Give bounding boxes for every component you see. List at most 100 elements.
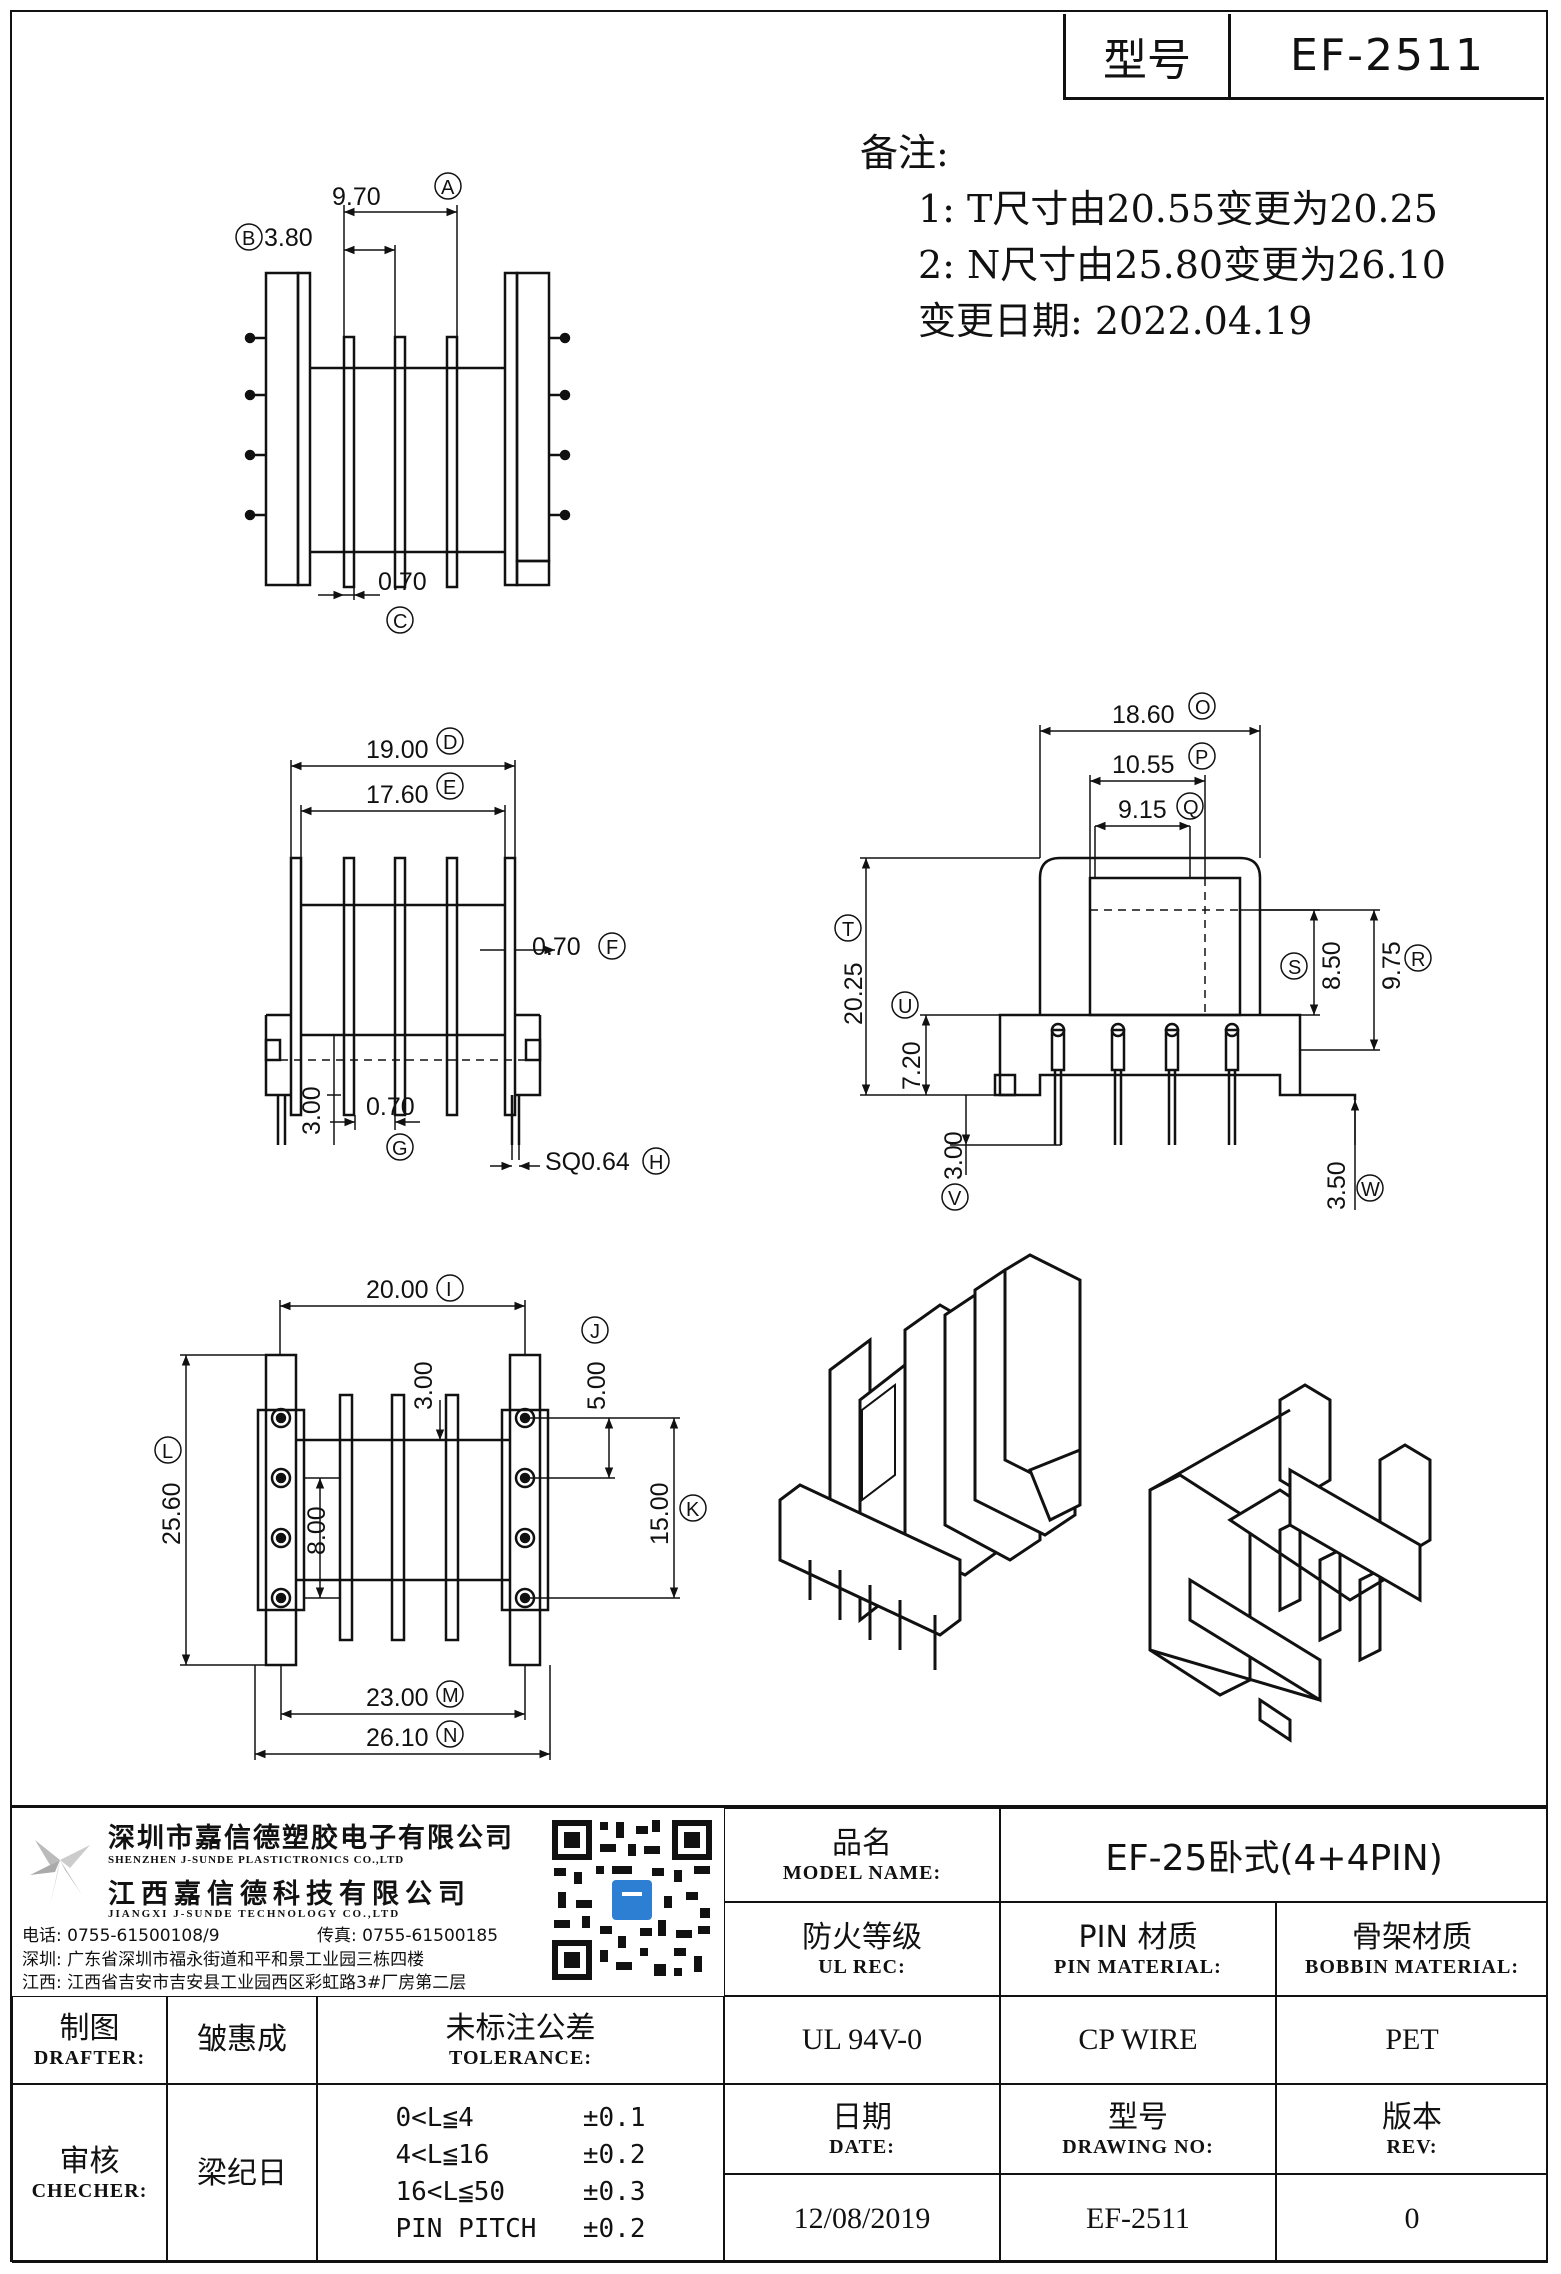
date-en: DATE:	[829, 2135, 895, 2158]
dim-i-letter: I	[446, 1279, 452, 1301]
ul-value-cell: UL 94V-0	[724, 1996, 1000, 2084]
drawing-no-en: DRAWING NO:	[1062, 2135, 1214, 2158]
dim-n-bubble	[436, 1720, 464, 1748]
company-phone: 电话: 0755-61500108/9	[22, 1926, 220, 1946]
bobbin-value: PET	[1385, 2023, 1439, 2056]
checker-value: 梁纪日	[197, 2155, 287, 2191]
note-line-2: 2: N尺寸由25.80变更为26.10	[918, 243, 1446, 287]
drafter-value: 皱惠成	[197, 2022, 287, 2057]
tolerance-range: PIN PITCH	[395, 2213, 537, 2244]
dim-p-letter: P	[1195, 747, 1208, 769]
dim-c-bubble	[386, 606, 414, 634]
dim-j-letter: J	[590, 1321, 600, 1343]
dim-i-bubble	[436, 1274, 464, 1302]
dim-o-letter: O	[1195, 697, 1211, 719]
dim-q-bubble	[1176, 792, 1204, 820]
dim-side-3-value: 3.00	[298, 1086, 326, 1135]
dim-m-bubble	[436, 1680, 464, 1708]
tolerance-en: TOLERANCE:	[449, 2046, 592, 2069]
company-name-jiangxi-en: JIANGXI J-SUNDE TECHNOLOGY CO.,LTD	[108, 1908, 401, 1920]
dim-c-value: 0.70	[378, 568, 427, 596]
rev-value: 0	[1404, 2201, 1420, 2235]
dim-n-value: 26.10	[366, 1724, 429, 1752]
notes-title: 备注:	[860, 131, 949, 175]
model-name-en: MODEL NAME:	[782, 1861, 942, 1884]
bottom-view	[180, 1300, 680, 1760]
checker-en: CHECHER:	[31, 2180, 148, 2202]
model-name-value-cell: EF-25卧式(4+4PIN)	[1000, 1808, 1548, 1902]
dim-c-letter: C	[393, 611, 407, 633]
company-name-shenzhen-en: SHENZHEN J-SUNDE PLASTICTRONICS CO.,LTD	[108, 1854, 405, 1866]
dim-p-value: 10.55	[1112, 751, 1175, 779]
isometric-view-top	[778, 1253, 1082, 1670]
dim-i-value: 20.00	[366, 1276, 429, 1304]
drawing-no-value: EF-2511	[1086, 2201, 1190, 2235]
date-value: 12/08/2019	[793, 2201, 931, 2235]
dim-v-letter: V	[948, 1188, 962, 1210]
dim-f-value: 0.70	[532, 933, 581, 961]
dim-k-bubble	[679, 1494, 707, 1522]
bobbin-value-cell: PET	[1276, 1996, 1548, 2084]
dim-a-bubble	[434, 172, 462, 200]
technical-drawing: 9.70 A B 3.80 0.70 C	[154, 172, 1432, 1760]
dim-h-bubble	[642, 1147, 670, 1175]
dim-e-bubble	[436, 772, 464, 800]
company-name-jiangxi: 江西嘉信德科技有限公司	[108, 1879, 471, 1910]
pin-cn: PIN 材质	[1078, 1919, 1198, 1955]
dim-w-value: 3.50	[1323, 1161, 1351, 1210]
dim-h-letter: H	[649, 1152, 663, 1174]
dim-l-letter: L	[162, 1441, 173, 1463]
tolerance-row: PIN PITCH ±0.2	[396, 2211, 646, 2248]
dim-o-value: 18.60	[1112, 701, 1175, 729]
front-view	[264, 760, 555, 1171]
ul-en: UL REC:	[818, 1955, 906, 1978]
dim-l-value: 25.60	[158, 1482, 186, 1545]
dim-bottom-8-value: 8.00	[303, 1506, 331, 1555]
drafter-label-cell: 制图 DRAFTER:	[12, 1996, 167, 2084]
dim-s-letter: S	[1288, 957, 1301, 979]
dim-b-bubble	[235, 223, 263, 251]
dim-g-letter: G	[392, 1138, 408, 1160]
company-address-shenzhen: 深圳: 广东省深圳市福永街道和平和景工业园三栋四楼	[22, 1950, 425, 1970]
dim-o-bubble	[1188, 692, 1216, 720]
drawing-no-label-cell: 型号 DRAWING NO:	[1000, 2084, 1276, 2174]
rev-cn: 版本	[1382, 2099, 1442, 2135]
model-number-box: 型号 EF-2511	[1063, 14, 1544, 100]
date-label-cell: 日期 DATE:	[724, 2084, 1000, 2174]
checker-value-cell: 梁纪日	[167, 2084, 317, 2263]
dim-r-value: 9.75	[1378, 941, 1406, 990]
pin-value: CP WIRE	[1078, 2023, 1198, 2056]
dim-j-value: 5.00	[583, 1361, 611, 1410]
tolerance-cn: 未标注公差	[445, 2010, 596, 2046]
drawing-no-value-cell: EF-2511	[1000, 2174, 1276, 2263]
checker-label-cell: 审核 CHECHER:	[12, 2084, 167, 2263]
tolerance-value: ±0.2	[582, 2213, 646, 2244]
dim-k-letter: K	[686, 1499, 700, 1521]
dim-f-letter: F	[606, 937, 618, 959]
rev-en: REV:	[1386, 2135, 1438, 2158]
dim-h-value: SQ0.64	[545, 1148, 630, 1176]
bobbin-label-cell: 骨架材质 BOBBIN MATERIAL:	[1276, 1902, 1548, 1996]
bobbin-cn: 骨架材质	[1352, 1919, 1472, 1955]
model-name-value: EF-25卧式(4+4PIN)	[1105, 1838, 1443, 1879]
date-value-cell: 12/08/2019	[724, 2174, 1000, 2263]
dim-d-letter: D	[443, 732, 457, 754]
tolerance-row: 0<L≦4±0.1	[396, 2100, 646, 2137]
model-name-cn: 品名	[832, 1825, 892, 1861]
dim-j-bubble	[581, 1316, 609, 1344]
notes-block: 备注: 1: T尺寸由20.55变更为20.25 2: N尺寸由25.80变更为…	[860, 125, 1446, 349]
tolerance-value: ±0.1	[582, 2102, 646, 2133]
dim-s-bubble	[1280, 952, 1308, 980]
dim-t-bubble	[834, 914, 862, 942]
drawing-no-cn: 型号	[1108, 2099, 1168, 2135]
title-block: 深圳市嘉信德塑胶电子有限公司 SHENZHEN J-SUNDE PLASTICT…	[12, 1805, 1548, 2263]
drafter-en: DRAFTER:	[33, 2046, 146, 2069]
dim-t-value: 20.25	[840, 962, 868, 1025]
dim-u-bubble	[891, 991, 919, 1019]
dim-g-value: 0.70	[366, 1093, 415, 1121]
dim-r-bubble	[1404, 944, 1432, 972]
dim-q-value: 9.15	[1118, 796, 1167, 824]
dim-n-letter: N	[443, 1725, 457, 1747]
drafter-cn: 制图	[59, 2010, 120, 2046]
